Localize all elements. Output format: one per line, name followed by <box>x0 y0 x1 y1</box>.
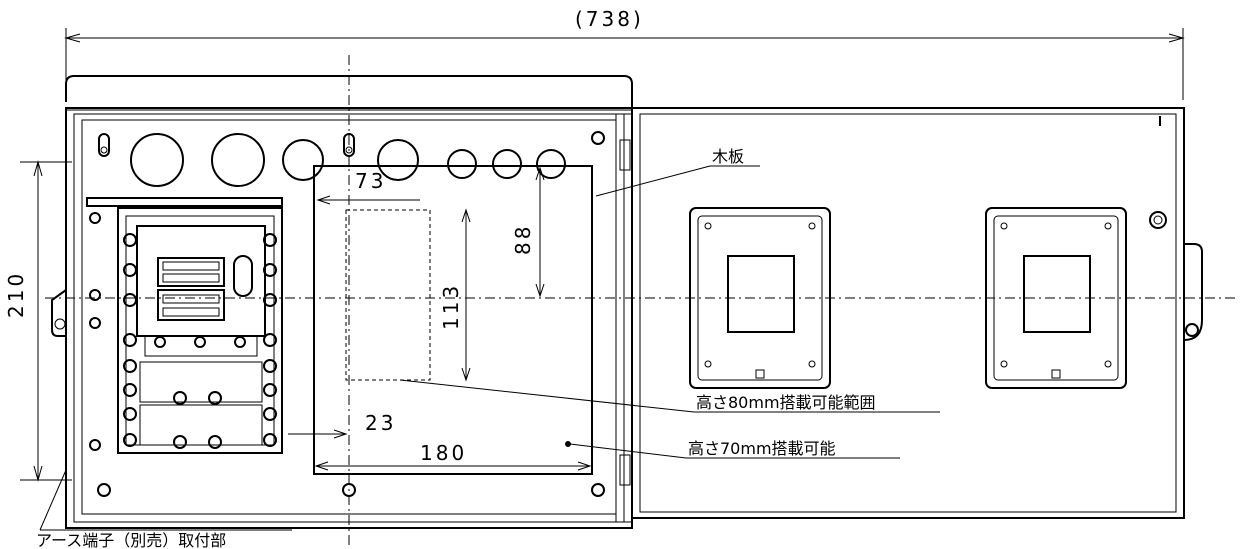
door-cover <box>631 107 1203 519</box>
dim-88-label: 88 <box>511 224 535 255</box>
ground-terminal-callout: アース端子（別売）取付部 <box>36 469 292 549</box>
meter-window-right <box>985 207 1127 389</box>
height-label: 210 <box>4 271 28 318</box>
dim-113: 113 <box>439 208 471 382</box>
dim-23: 23 <box>288 411 396 439</box>
meter-window-left <box>689 207 831 389</box>
height-dimension: 210 <box>4 160 72 482</box>
dim-88: 88 <box>511 166 545 298</box>
overall-width-dimension: (738) <box>64 7 1185 100</box>
dim-180-label: 180 <box>420 441 467 465</box>
dim-73: 73 <box>316 169 420 205</box>
ground-terminal-label: アース端子（別売）取付部 <box>36 531 226 549</box>
enclosure-body <box>51 75 633 529</box>
mount-70-callout: 高さ70mm搭載可能 <box>569 439 900 459</box>
overall-width-label: (738) <box>575 7 644 31</box>
wood-board <box>313 165 593 475</box>
mount-80-label: 高さ80mm搭載可能範囲 <box>696 393 876 412</box>
wood-board-callout: 木板 <box>595 147 760 197</box>
mounting-slots <box>97 131 605 497</box>
dim-180: 180 <box>314 441 592 471</box>
dim-113-label: 113 <box>439 283 463 330</box>
mount-70-label: 高さ70mm搭載可能 <box>688 439 836 458</box>
breaker-assembly <box>86 197 283 454</box>
knockout-holes <box>130 133 566 187</box>
dim-73-label: 73 <box>355 169 386 193</box>
wood-board-label: 木板 <box>712 147 744 166</box>
dim-23-label: 23 <box>365 411 396 435</box>
mount-80-callout: 高さ80mm搭載可能範囲 <box>399 379 940 413</box>
